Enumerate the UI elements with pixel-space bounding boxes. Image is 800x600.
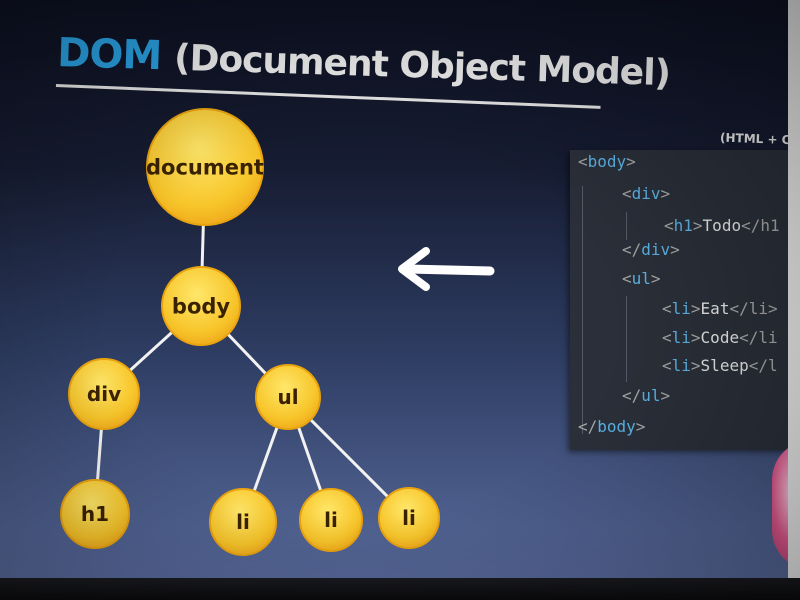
node-circle	[209, 488, 277, 556]
code-text: Eat	[700, 299, 730, 318]
code-bracket-open: </	[578, 417, 598, 436]
code-bracket-close: >	[670, 240, 680, 259]
code-tag-name: li	[671, 299, 691, 318]
code-bracket-open: <	[664, 216, 674, 235]
code-bracket-open: <	[622, 184, 632, 203]
code-bracket-close: >	[635, 417, 646, 436]
code-line: <ul>	[622, 269, 661, 288]
node-div: div	[68, 358, 140, 430]
indent-guide	[626, 296, 627, 382]
node-document: document	[146, 108, 264, 226]
node-circle	[146, 108, 264, 226]
screen-edge	[788, 0, 800, 600]
code-line: <h1>Todo</h1	[664, 216, 780, 235]
code-text: Todo	[702, 216, 742, 235]
node-label: li	[236, 510, 250, 534]
node-label: h1	[81, 502, 109, 526]
code-bracket-close: >	[660, 386, 671, 405]
code-tag-name: body	[597, 417, 636, 436]
tree-nodes: document body div ul h1 li li li	[60, 108, 440, 556]
code-tag-name: div	[641, 240, 671, 259]
left-arrow-icon	[398, 247, 495, 291]
code-tag-name: li	[671, 356, 691, 375]
code-line: </ul>	[622, 386, 670, 405]
node-li3: li	[378, 487, 440, 549]
code-line: <div>	[622, 184, 670, 203]
node-circle	[255, 364, 321, 430]
node-circle	[161, 266, 241, 346]
code-closing-tag: </li	[739, 328, 778, 347]
code-bracket-close: >	[626, 152, 636, 171]
code-tag-name: h1	[673, 216, 693, 235]
node-circle	[60, 479, 130, 549]
node-label: document	[146, 155, 264, 179]
code-bracket-open: <	[662, 328, 672, 347]
node-circle	[378, 487, 440, 549]
node-label: li	[402, 506, 416, 530]
code-line: <li>Eat</li>	[662, 299, 778, 318]
node-label: ul	[277, 385, 298, 409]
code-bracket-close: >	[660, 184, 671, 203]
code-line: <li>Sleep</l	[662, 356, 778, 375]
node-label: li	[324, 508, 338, 532]
monitor-bezel	[0, 578, 800, 600]
code-text: Code	[700, 328, 740, 347]
indent-guide	[582, 186, 583, 434]
indent-guide	[626, 212, 627, 240]
node-h1: h1	[60, 479, 130, 549]
code-line: <li>Code</li	[662, 328, 778, 347]
node-label: body	[172, 294, 230, 318]
code-bracket-open: </	[622, 240, 642, 259]
node-li2: li	[299, 488, 363, 552]
code-line: </body>	[578, 417, 645, 436]
node-body: body	[161, 266, 241, 346]
code-tag-name: li	[671, 328, 691, 347]
code-text: Sleep	[700, 356, 749, 375]
code-bracket-close: >	[690, 356, 701, 375]
node-label: div	[87, 382, 121, 406]
code-bracket-close: >	[690, 328, 701, 347]
code-bracket-open: <	[622, 269, 632, 288]
code-closing-tag: </l	[748, 356, 778, 375]
node-li1: li	[209, 488, 277, 556]
code-bracket-open: <	[578, 152, 588, 171]
node-circle	[299, 488, 363, 552]
code-bracket-open: <	[662, 299, 672, 318]
code-bracket-open: </	[622, 386, 642, 405]
code-panel	[570, 150, 800, 450]
code-closing-tag: </li>	[729, 299, 778, 318]
code-tag-name: ul	[631, 269, 651, 288]
code-bracket-close: >	[650, 269, 661, 288]
code-line: </div>	[622, 240, 680, 259]
code-tag-name: body	[587, 152, 627, 171]
code-bracket-open: <	[662, 356, 672, 375]
code-tag-name: div	[631, 184, 661, 203]
code-bracket-close: >	[690, 299, 701, 318]
tree-edges	[93, 166, 411, 523]
code-bracket-close: >	[692, 216, 703, 235]
code-line: <body>	[578, 152, 636, 171]
code-closing-tag: </h1	[741, 216, 780, 235]
code-tag-name: ul	[641, 386, 661, 405]
node-ul: ul	[255, 364, 321, 430]
node-circle	[68, 358, 140, 430]
